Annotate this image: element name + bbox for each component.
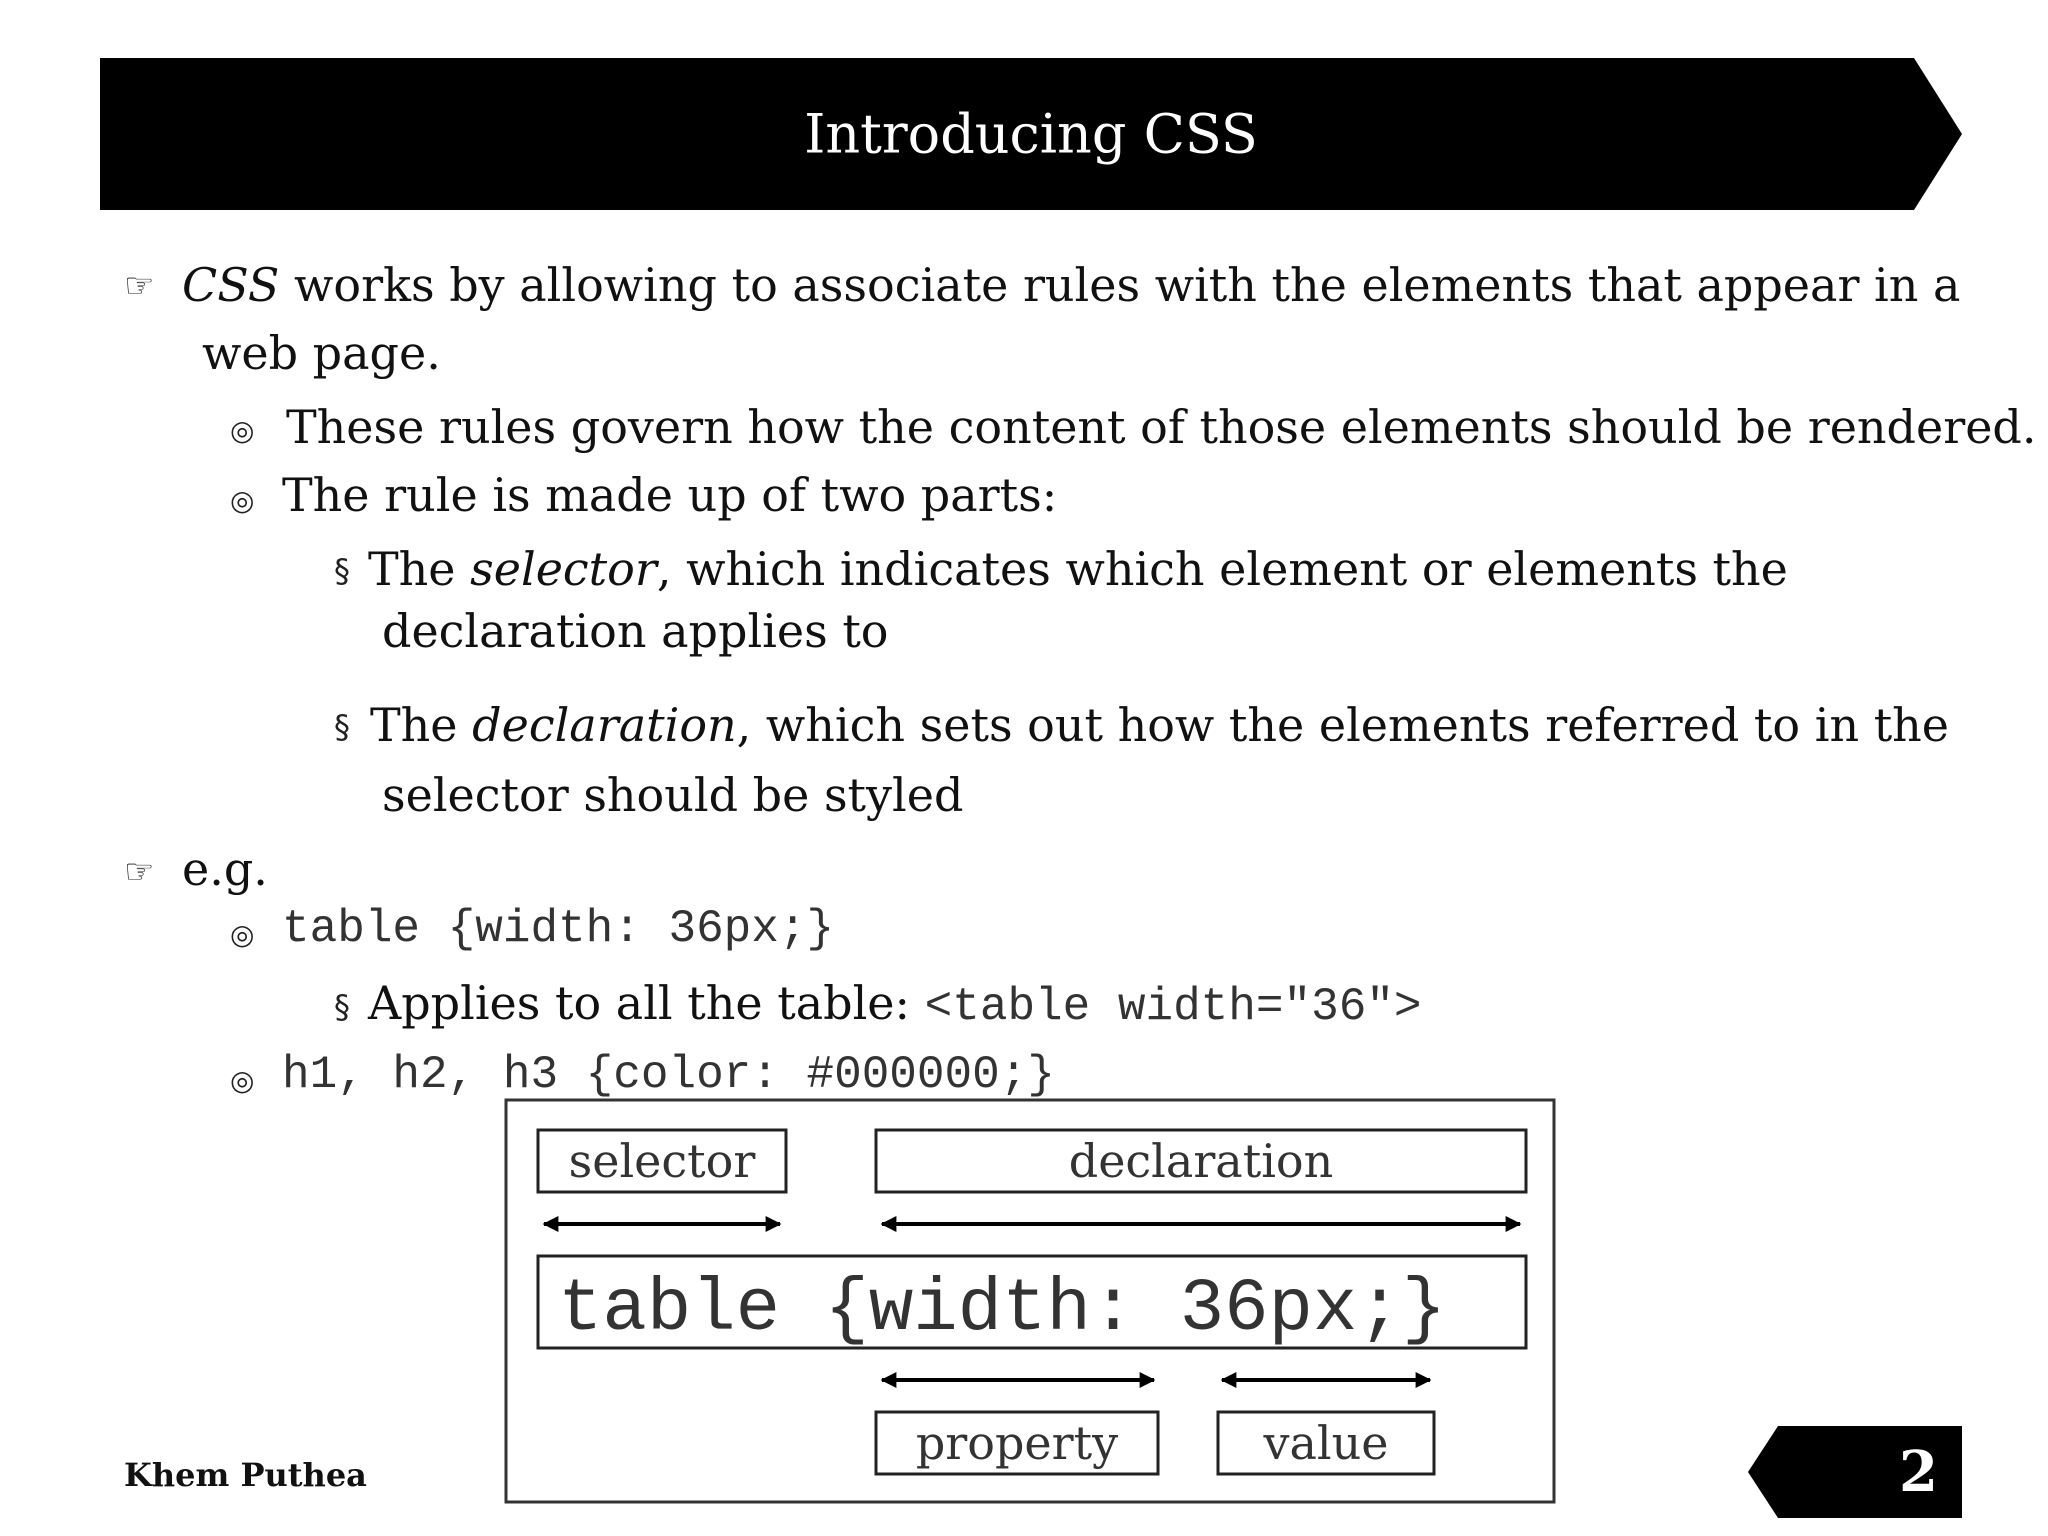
bullseye-icon: ◎: [230, 414, 255, 447]
section-bullet-icon: §: [334, 708, 350, 746]
selector-label: selector: [568, 1134, 756, 1188]
css-rule-diagram: selector declaration table {width: 36px;…: [504, 1098, 1556, 1504]
term-selector: selector: [470, 542, 657, 596]
bullseye-icon: ◎: [230, 918, 255, 951]
bullseye-icon: ◎: [230, 1064, 255, 1097]
selector-pre: The: [368, 542, 471, 596]
applies-code: <table width="36">: [924, 981, 1422, 1033]
bullet-css-intro: CSS works by allowing to associate rules…: [182, 262, 1960, 308]
declaration-box: [874, 1128, 1528, 1194]
page-number: 2: [1899, 1439, 1938, 1505]
title-banner: Introducing CSS: [100, 58, 1962, 210]
bullet-eg: e.g.: [182, 842, 268, 896]
property-box: [874, 1410, 1160, 1476]
bullet-declaration: The declaration, which sets out how the …: [370, 702, 1949, 748]
section-bullet-icon: §: [334, 988, 350, 1026]
term-css: CSS: [182, 258, 280, 312]
property-label: property: [915, 1416, 1119, 1470]
declaration-pre: The: [370, 698, 473, 752]
value-box: [1216, 1410, 1436, 1476]
bullet-rule-two-parts: The rule is made up of two parts:: [282, 468, 1058, 522]
term-declaration: declaration: [472, 698, 737, 752]
diagram-graphics: [504, 1098, 1556, 1504]
value-label: value: [1263, 1416, 1389, 1470]
pointing-hand-icon: ☞: [124, 852, 155, 892]
selector-rest: , which indicates which element or eleme…: [656, 542, 1788, 596]
bullet-css-intro-cont: web page.: [202, 326, 441, 380]
eg-code-headings: h1, h2, h3 {color: #000000;}: [282, 1049, 1055, 1101]
bullet-selector: The selector, which indicates which elem…: [368, 546, 1788, 592]
bullet-applies: Applies to all the table: <table width="…: [368, 980, 1422, 1030]
eg-code-table: table {width: 36px;}: [282, 903, 835, 955]
diagram-code: table {width: 36px;}: [558, 1268, 1447, 1352]
bullet-rules-govern: These rules govern how the content of th…: [286, 400, 2037, 454]
section-bullet-icon: §: [334, 552, 350, 590]
footer-author: Khem Puthea: [124, 1456, 367, 1494]
bullet-css-intro-text: works by allowing to associate rules wit…: [279, 258, 1961, 312]
page-number-badge: 2: [1748, 1426, 1962, 1518]
page-badge-shape: [1748, 1426, 1962, 1518]
selector-box: [536, 1128, 788, 1194]
bullet-declaration-cont: selector should be styled: [382, 768, 964, 822]
bullseye-icon: ◎: [230, 484, 255, 517]
declaration-label: declaration: [1068, 1134, 1334, 1188]
bullet-selector-cont: declaration applies to: [382, 604, 889, 658]
applies-text: Applies to all the table:: [368, 976, 925, 1030]
banner-shape: [100, 58, 1962, 210]
pointing-hand-icon: ☞: [124, 266, 155, 306]
slide-title: Introducing CSS: [804, 102, 1258, 166]
code-box: [536, 1254, 1528, 1350]
declaration-rest: , which sets out how the elements referr…: [736, 698, 1950, 752]
